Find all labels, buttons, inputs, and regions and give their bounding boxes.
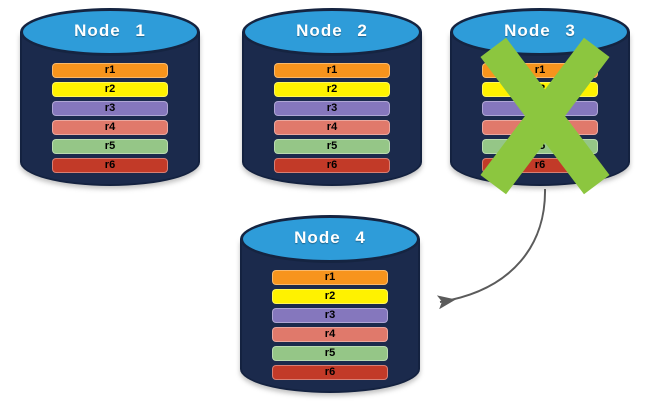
replica-bar-label: r6 [324, 366, 336, 378]
replica-list: r1 r2 r3 r4 r5 r6 [274, 63, 390, 177]
replica-bar-label: r1 [534, 64, 546, 76]
replica-bar-label: r6 [534, 159, 546, 171]
replica-bar-r6: r6 [274, 158, 390, 173]
replica-bar-r4: r4 [52, 120, 168, 135]
replica-bar-r1: r1 [272, 270, 388, 285]
replica-bar-r3: r3 [52, 101, 168, 116]
replica-bar-label: r1 [104, 64, 116, 76]
replica-bar-label: r4 [324, 328, 336, 340]
cylinder-top: Node 2 [242, 8, 422, 56]
replica-bar-label: r3 [326, 102, 338, 114]
replica-bar-r4: r4 [274, 120, 390, 135]
replica-bar-r6: r6 [52, 158, 168, 173]
replica-bar-label: r5 [104, 140, 116, 152]
replica-bar-r3: r3 [272, 308, 388, 323]
replica-bar-r5: r5 [272, 346, 388, 361]
replica-bar-label: r6 [326, 159, 338, 171]
node-title: Node 2 [296, 21, 368, 40]
db-node-1: Node 1 r1 r2 r3 r4 r5 r6 [20, 8, 200, 186]
failover-arrow-path [436, 188, 547, 310]
replica-bar-label: r2 [104, 83, 116, 95]
replica-bar-r1: r1 [52, 63, 168, 78]
replica-bar-r3: r3 [274, 101, 390, 116]
node-title: Node 1 [74, 21, 146, 40]
replica-bar-r4: r4 [272, 327, 388, 342]
cylinder-top: Node 1 [20, 8, 200, 56]
cylinder-top: Node 3 [450, 8, 630, 56]
replica-bar-label: r3 [324, 309, 336, 321]
replica-bar-label: r5 [326, 140, 338, 152]
replica-bar-label: r5 [324, 347, 336, 359]
replica-bar-label: r2 [326, 83, 338, 95]
replica-bar-r2: r2 [274, 82, 390, 97]
replica-bar-label: r4 [104, 121, 116, 133]
cylinder-top: Node 4 [240, 215, 420, 263]
replica-bar-label: r6 [104, 159, 116, 171]
replica-bar-label: r4 [326, 121, 338, 133]
replica-bar-label: r1 [324, 271, 336, 283]
replica-list: r1 r2 r3 r4 r5 r6 [272, 270, 388, 384]
replica-bar-r5: r5 [52, 139, 168, 154]
replica-list: r1 r2 r3 r4 r5 r6 [52, 63, 168, 177]
replica-bar-r5: r5 [274, 139, 390, 154]
replica-bar-r1: r1 [274, 63, 390, 78]
db-node-3-failed: Node 3 r1 r2 r3 r4 r5 r6 [450, 8, 630, 195]
db-node-4: Node 4 r1 r2 r3 r4 r5 r6 [240, 215, 420, 393]
node-title: Node 4 [294, 228, 366, 247]
db-node-2: Node 2 r1 r2 r3 r4 r5 r6 [242, 8, 422, 186]
replica-bar-label: r3 [104, 102, 116, 114]
replica-bar-r6: r6 [272, 365, 388, 380]
node-title: Node 3 [504, 21, 576, 40]
replica-bar-label: r1 [326, 64, 338, 76]
replica-bar-r2: r2 [52, 82, 168, 97]
replica-bar-label: r2 [324, 290, 336, 302]
replica-bar-r2: r2 [272, 289, 388, 304]
